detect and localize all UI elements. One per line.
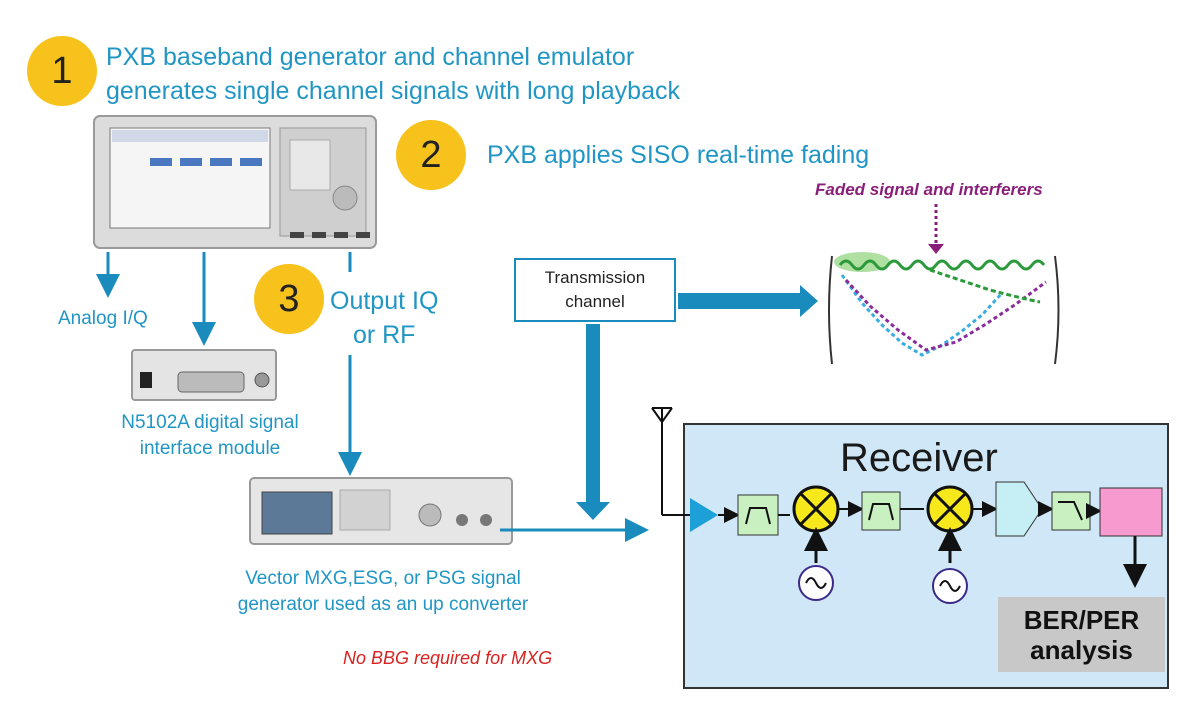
step-2-badge: 2 <box>396 120 466 190</box>
transmission-channel-box: Transmission channel <box>514 258 676 322</box>
local-oscillator-2 <box>932 568 968 604</box>
receiver-title: Receiver <box>840 436 998 480</box>
transmission-down-arrow <box>576 324 610 520</box>
antenna-icon <box>651 407 690 516</box>
adc-block <box>995 481 1043 537</box>
step-3-line-1: Output IQ <box>330 287 439 315</box>
mixer-1 <box>792 485 840 533</box>
step-3-text: Output IQ or RF <box>330 284 438 352</box>
n5102a-line-1: N5102A digital signal <box>121 412 299 433</box>
filter-3 <box>1051 491 1091 531</box>
filter-1 <box>737 494 779 536</box>
no-bbg-note: No BBG required for MXG <box>343 648 553 668</box>
transmission-line-1: Transmission <box>544 268 646 287</box>
step-3-badge: 3 <box>254 264 324 334</box>
step-1-badge: 1 <box>27 36 97 106</box>
pxb-instrument <box>93 115 377 249</box>
step-1-line-1: PXB baseband generator and channel emula… <box>106 43 635 71</box>
local-oscillator-1 <box>798 565 834 601</box>
n5102a-line-2: interface module <box>139 438 281 459</box>
vector-signal-generator <box>249 477 513 545</box>
lna-amplifier <box>690 498 718 532</box>
vector-line-2: generator used as an up converter <box>237 594 529 615</box>
step-1-line-2: generates single channel signals with lo… <box>106 77 680 105</box>
analog-iq-label: Analog I/Q <box>58 308 148 329</box>
faded-signal-label: Faded signal and interferers <box>815 180 1043 199</box>
fading-illustration <box>828 252 1060 365</box>
n5102a-caption: N5102A digital signal interface module <box>112 410 308 462</box>
vector-caption: Vector MXG,ESG, or PSG signal generator … <box>218 566 548 618</box>
ber-line-1: BER/PER <box>1023 604 1140 635</box>
filter-2 <box>861 491 901 531</box>
ber-line-2: analysis <box>1030 634 1133 665</box>
n5102a-module <box>131 349 277 401</box>
vector-line-1: Vector MXG,ESG, or PSG signal <box>245 568 521 589</box>
step-2-text: PXB applies SISO real-time fading <box>487 141 870 169</box>
step-3-line-2: or RF <box>352 321 416 349</box>
dsp-block <box>1099 487 1163 537</box>
transmission-to-fading-arrow <box>678 285 818 317</box>
mixer-2 <box>926 485 974 533</box>
ber-per-box: BER/PER analysis <box>998 597 1165 672</box>
step-1-text: PXB baseband generator and channel emula… <box>106 40 680 108</box>
transmission-line-2: channel <box>565 292 625 311</box>
